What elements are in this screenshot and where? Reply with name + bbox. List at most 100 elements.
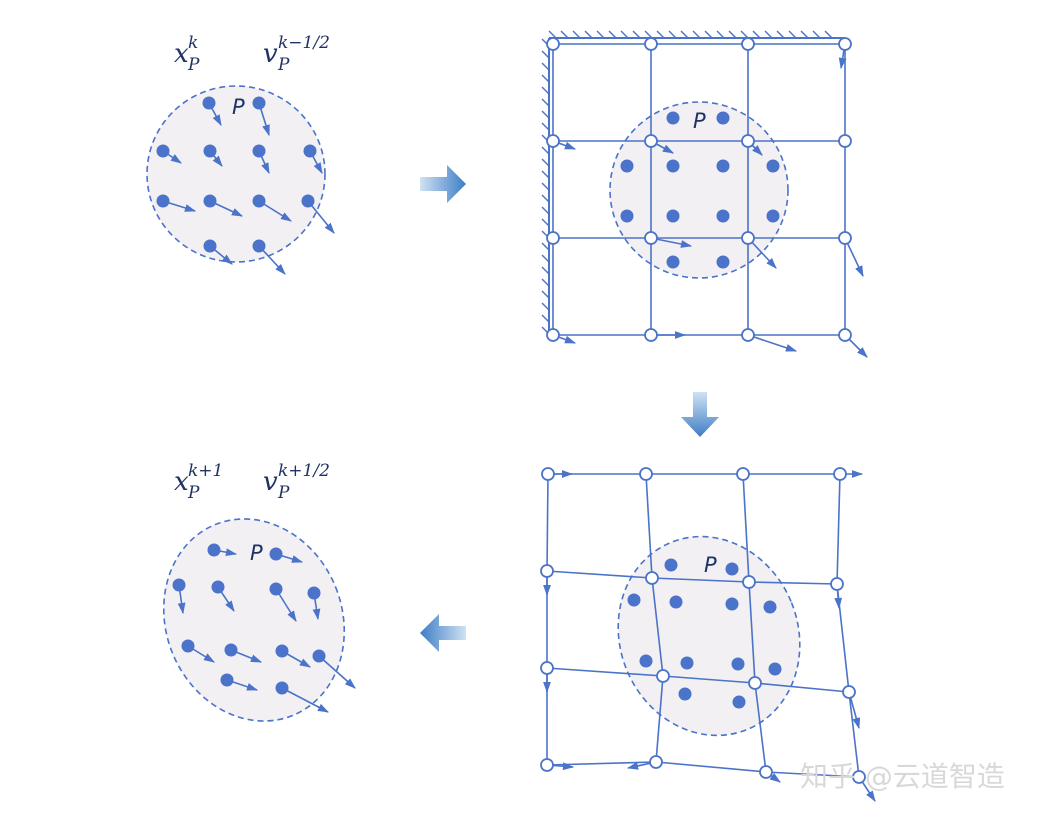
x-superscript: k [188, 33, 198, 53]
grid-line [651, 577, 664, 677]
grid-node [830, 577, 844, 591]
particle [766, 159, 780, 173]
grid-node [644, 37, 658, 51]
particle [639, 654, 653, 668]
particle [252, 96, 266, 110]
v-symbol: v [263, 467, 278, 497]
panel-deformed-grid: P [540, 467, 876, 802]
hatch [572, 30, 581, 39]
hatch [776, 30, 785, 39]
background-grid [546, 37, 868, 358]
particle [269, 547, 283, 561]
particle [716, 159, 730, 173]
particle [669, 595, 683, 609]
particle [725, 562, 739, 576]
particle [666, 111, 680, 125]
particle [666, 159, 680, 173]
grid-node [838, 37, 852, 51]
hatch [541, 278, 550, 287]
grid-node [540, 564, 554, 578]
particle [768, 662, 782, 676]
hatch [541, 242, 550, 251]
particle [203, 239, 217, 253]
particle [725, 597, 739, 611]
hatch [692, 30, 701, 39]
x-superscript: k+1 [188, 461, 223, 481]
grid-node [546, 134, 560, 148]
hatch [541, 50, 550, 59]
hatch [584, 30, 593, 39]
particle [666, 209, 680, 223]
hatch [632, 30, 641, 39]
panel-updated-particles: x k+1 P v k+1/2 P P [162, 461, 356, 722]
initial-position-label: x k P [174, 33, 200, 75]
grid-node [546, 231, 560, 245]
hatch [541, 122, 550, 131]
particle [620, 159, 634, 173]
particle [312, 649, 326, 663]
hatch [560, 30, 569, 39]
grid-node [838, 134, 852, 148]
grid-node [645, 571, 659, 585]
deformed-grid [540, 467, 876, 802]
particle [269, 582, 283, 596]
hatch [788, 30, 797, 39]
panel-initial-particles: x k P v k−1/2 P P [146, 33, 335, 275]
material-region [162, 518, 346, 722]
particle-p-label: P [232, 95, 245, 119]
particle [207, 543, 221, 557]
hatch [812, 30, 821, 39]
hatch [541, 182, 550, 191]
grid-node [656, 669, 670, 683]
v-superscript: k+1/2 [278, 461, 330, 481]
hatch [596, 30, 605, 39]
particle [732, 695, 746, 709]
grid-node [644, 134, 658, 148]
hatch [541, 266, 550, 275]
hatch [728, 30, 737, 39]
grid-node [540, 661, 554, 675]
hatch [668, 30, 677, 39]
particle-p-label: P [250, 541, 263, 565]
hatch [716, 30, 725, 39]
particle [156, 194, 170, 208]
material-region [617, 535, 801, 737]
grid-line [836, 473, 841, 585]
grid-node [748, 676, 762, 690]
particle [172, 578, 186, 592]
updated-position-label: x k+1 P [174, 461, 223, 503]
grid-node [759, 765, 773, 779]
particle [303, 144, 317, 158]
x-symbol: x [174, 39, 189, 69]
hatch [541, 98, 550, 107]
hatch [541, 218, 550, 227]
hatch [541, 74, 550, 83]
updated-velocity-label: v k+1/2 P [263, 461, 330, 503]
hatch [656, 30, 665, 39]
grid-node [639, 467, 653, 481]
particle [716, 209, 730, 223]
grid-line [765, 771, 860, 778]
grid-line [742, 473, 750, 583]
hatch [541, 170, 550, 179]
velocity-vector [747, 334, 798, 352]
arrow-left-icon [420, 614, 466, 652]
grid-line [754, 682, 767, 773]
grid-line [848, 691, 860, 778]
grid-node [741, 231, 755, 245]
grid-node [741, 134, 755, 148]
particle [252, 144, 266, 158]
particle [301, 194, 315, 208]
particle [680, 656, 694, 670]
grid-node [742, 575, 756, 589]
hatch [680, 30, 689, 39]
grid-line [546, 667, 664, 677]
particle [252, 194, 266, 208]
hatch [541, 86, 550, 95]
v-symbol: v [263, 39, 278, 69]
velocity-vector [281, 687, 329, 713]
particle-group-deformed [627, 558, 782, 709]
grid-line [655, 675, 664, 763]
grid-line [651, 577, 750, 583]
particle-p-label: P [693, 109, 706, 133]
